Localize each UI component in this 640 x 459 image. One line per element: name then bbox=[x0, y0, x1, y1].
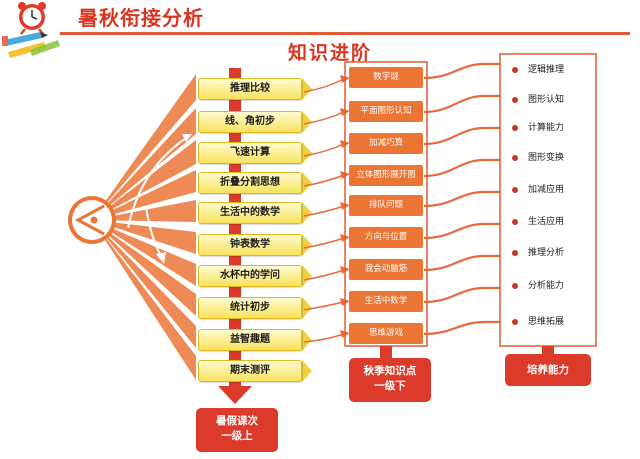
knowledge-point: 平面图形认知 bbox=[349, 101, 423, 122]
skill-bullets bbox=[512, 67, 518, 325]
skill-item: 推理分析 bbox=[528, 248, 565, 258]
header-title: 暑秋衔接分析 bbox=[78, 6, 204, 30]
autumn-label-line2: 一级下 bbox=[374, 380, 406, 392]
knowledge-point: 数字谜 bbox=[349, 67, 423, 88]
skill-item: 计算能力 bbox=[528, 123, 565, 133]
skill-item: 分析能力 bbox=[528, 281, 565, 291]
knowledge-point: 生活中数学 bbox=[349, 291, 423, 312]
lesson-arrow-tip bbox=[302, 172, 312, 194]
lesson-item: 折叠分割思想 bbox=[198, 172, 302, 194]
summer-label: 暑假课次 一级上 bbox=[196, 408, 278, 452]
header-divider bbox=[60, 32, 630, 35]
eye-icon bbox=[68, 196, 116, 244]
section-title: 知识进阶 bbox=[288, 42, 373, 64]
autumn-arrow bbox=[380, 346, 392, 358]
lesson-arrow-tip bbox=[302, 360, 312, 382]
ability-arrow bbox=[542, 346, 554, 354]
autumn-label-line1: 秋季知识点 bbox=[363, 365, 417, 377]
lesson-item: 钟表数学 bbox=[198, 234, 302, 256]
lesson-item: 益智趣题 bbox=[198, 329, 302, 351]
skill-item: 加减应用 bbox=[528, 185, 565, 195]
lesson-to-point-arrows bbox=[303, 75, 350, 343]
knowledge-point: 加减巧算 bbox=[349, 133, 423, 154]
lesson-arrow-tip bbox=[302, 111, 312, 133]
skill-item: 思维拓展 bbox=[528, 317, 565, 327]
fan-connector bbox=[92, 74, 196, 380]
lesson-arrow-tip bbox=[302, 78, 312, 100]
lesson-item: 飞速计算 bbox=[198, 142, 302, 164]
lesson-arrow-tip bbox=[302, 202, 312, 224]
lesson-item: 水杯中的学问 bbox=[198, 265, 302, 287]
knowledge-point: 思维游戏 bbox=[349, 323, 423, 344]
lesson-arrow-tip bbox=[302, 329, 312, 351]
lesson-item: 线、角初步 bbox=[198, 111, 302, 133]
stationery-icon bbox=[2, 32, 60, 58]
lesson-item: 期末测评 bbox=[198, 360, 302, 382]
knowledge-point: 我会动脑筋 bbox=[349, 259, 423, 280]
lesson-item: 统计初步 bbox=[198, 297, 302, 319]
skill-item: 逻辑推理 bbox=[528, 65, 565, 75]
skill-item: 图形认知 bbox=[528, 95, 565, 105]
autumn-label: 秋季知识点 一级下 bbox=[349, 358, 431, 402]
lesson-arrow-tip bbox=[302, 234, 312, 256]
ability-label: 培养能力 bbox=[505, 354, 591, 386]
lesson-item: 推理比较 bbox=[198, 78, 302, 100]
lesson-arrow-tip bbox=[302, 265, 312, 287]
summer-label-line2: 一级上 bbox=[221, 430, 253, 442]
knowledge-point: 方向与位置 bbox=[349, 227, 423, 248]
knowledge-point: 立体图形展开图 bbox=[349, 165, 423, 186]
point-to-skill-arrows bbox=[423, 62, 500, 336]
lesson-arrow-tip bbox=[302, 297, 312, 319]
alarm-clock-icon bbox=[18, 2, 46, 35]
skill-item: 图形变换 bbox=[528, 153, 565, 163]
summer-label-line1: 暑假课次 bbox=[216, 415, 258, 427]
lesson-arrow-tips bbox=[302, 78, 312, 382]
skill-item: 生活应用 bbox=[528, 217, 565, 227]
lesson-arrow-tip bbox=[302, 142, 312, 164]
knowledge-point: 排队问题 bbox=[349, 195, 423, 216]
lesson-item: 生活中的数学 bbox=[198, 202, 302, 224]
